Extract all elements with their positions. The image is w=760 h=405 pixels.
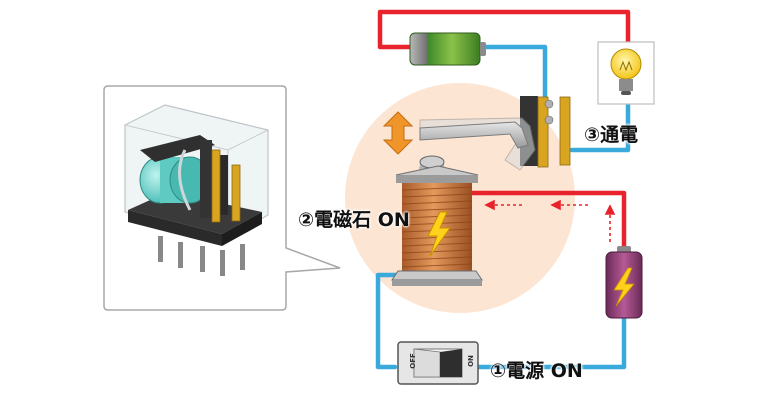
switch-on-marking: ON <box>466 355 475 367</box>
coil-circuit-blue-wire-b <box>375 272 408 370</box>
armature-movement-arrow <box>382 111 414 155</box>
conduction-label: ③通電 <box>584 124 639 146</box>
coil-circuit-blue-wire-a <box>475 315 627 370</box>
load-circuit-blue-wire-a <box>477 44 548 115</box>
switch-off-marking: OFF <box>408 353 417 369</box>
electromagnet-coil <box>391 155 483 286</box>
armature <box>419 117 536 171</box>
load-battery-icon <box>409 32 486 66</box>
load-circuit-blue-wire-b <box>569 102 631 153</box>
coil-circuit-red-wire <box>469 190 627 255</box>
load-circuit-red-wire <box>377 9 631 50</box>
electric-bolt-icon <box>427 211 451 257</box>
relay-component-illustration <box>124 104 269 276</box>
power-on-label: ①電源 ON <box>490 360 583 382</box>
coil-battery-icon <box>605 246 643 319</box>
wires <box>375 9 631 370</box>
power-switch-icon <box>397 341 479 385</box>
light-bulb-icon <box>597 41 655 105</box>
electromagnet-on-label: ②電磁石 ON <box>298 209 410 231</box>
current-flow-arrows <box>484 199 616 242</box>
